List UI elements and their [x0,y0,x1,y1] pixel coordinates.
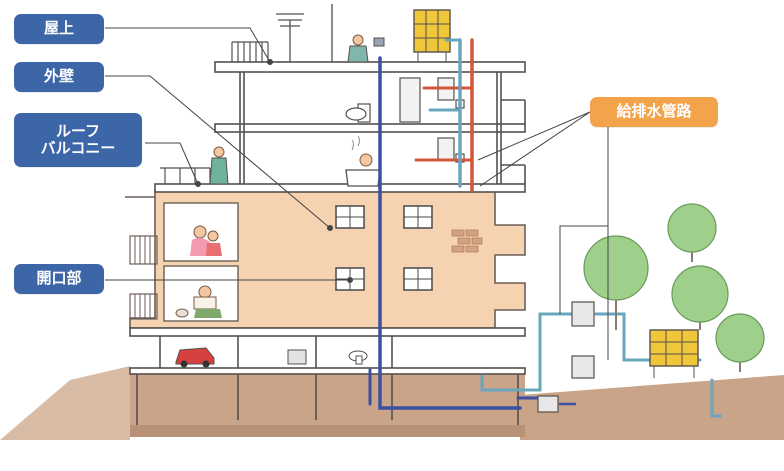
toilet-icon [345,103,371,123]
antenna-icon [276,4,333,62]
roof-balcony-railing [160,167,211,184]
label-kyuhaisui: 給排水管路 [590,97,718,127]
family-person-icon [190,225,222,256]
ground-water-tank-icon [649,329,699,378]
ground-floor-structure [129,327,526,425]
brick-patch [451,229,483,253]
ground-under-building [130,368,525,434]
car-icon [175,347,215,368]
balcony-left-lower [129,293,158,320]
label-roof-balcony-line2: バルコニー [40,139,116,157]
label-okujo-text: 屋上 [43,19,74,38]
callout-lines [105,27,609,360]
tree-icon [583,203,765,372]
ground-toilet-icon [348,350,368,365]
roof-balcony-person-icon [209,146,229,185]
roof-railing [231,41,269,62]
plumbing-pipes [368,38,722,418]
ground-right [520,375,784,440]
label-roof-balcony: ルーフ バルコニー [14,113,142,167]
roof-worker-person-icon [347,34,385,63]
label-roof-balcony-line1: ルーフ [55,121,101,140]
bathtub-icon [345,135,381,187]
upper-floors-structure [154,61,526,193]
meter-boxes [537,301,595,413]
label-okujo: 屋上 [14,14,104,44]
storage-box [287,349,307,365]
label-kyuhaisui-text: 給排水管路 [616,102,692,121]
balcony-left-upper [129,235,158,265]
ground-slope-left [0,366,130,440]
label-kaikobu-text: 開口部 [36,269,82,288]
water-tank-icon [413,9,451,63]
label-gaiheki: 外壁 [14,62,104,92]
label-kaikobu: 開口部 [14,264,104,294]
label-gaiheki-text: 外壁 [43,67,74,86]
water-heater-units [399,77,465,163]
reading-person-icon [175,285,222,318]
window-row-upper [335,205,433,229]
